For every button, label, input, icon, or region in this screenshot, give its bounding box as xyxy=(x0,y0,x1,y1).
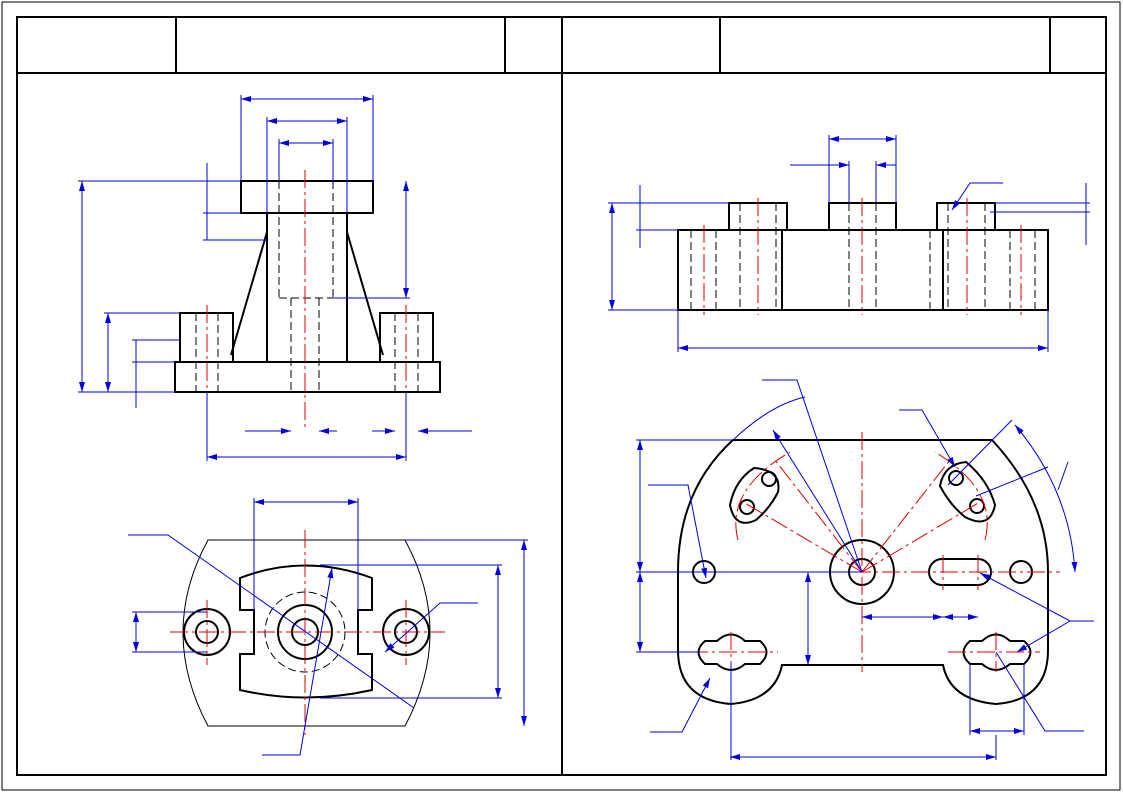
title-block-right xyxy=(719,17,1051,73)
plate-front-dimensions xyxy=(608,135,1090,352)
plate-top-dimensions xyxy=(636,379,1094,760)
plate-front-view xyxy=(677,198,1049,315)
bracket-front-view xyxy=(174,170,441,430)
title-block-left xyxy=(175,17,506,73)
front-view-dimensions xyxy=(78,95,472,461)
bracket-top-view xyxy=(170,530,445,735)
plate-top-view xyxy=(650,432,1060,706)
top-view-dimensions xyxy=(128,498,528,756)
